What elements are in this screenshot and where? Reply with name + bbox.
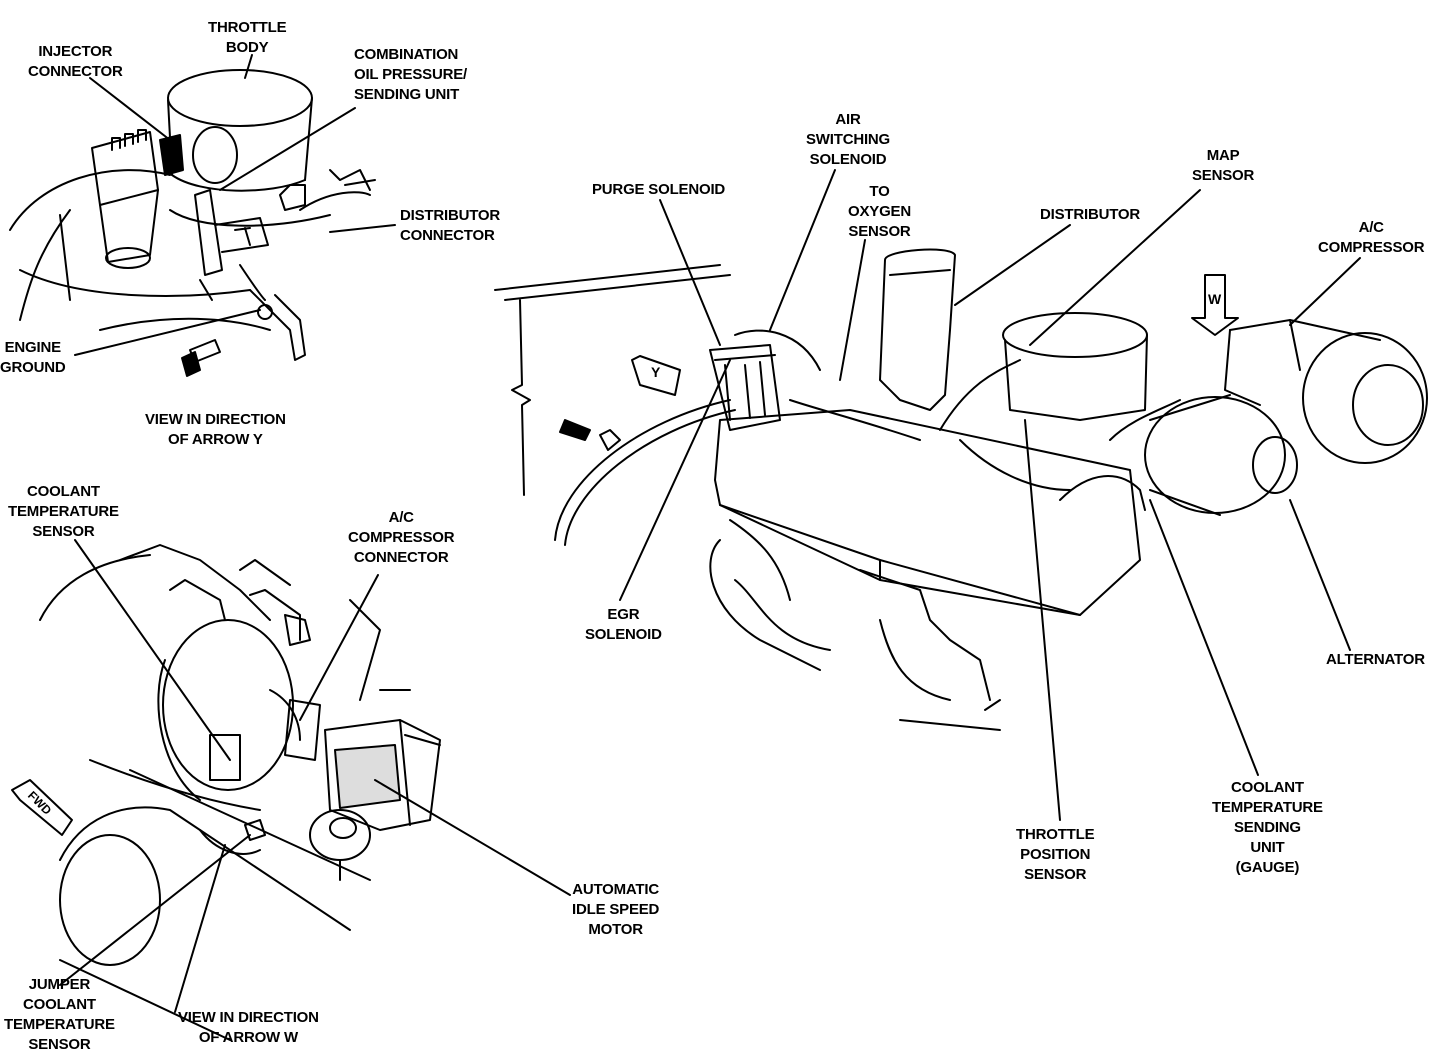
label-alternator: ALTERNATOR [1326,651,1425,668]
arrow-w-marker: W [1208,291,1222,307]
label-purge-solenoid: PURGE SOLENOID [592,181,726,198]
main-engine-drawing [494,169,1428,821]
view-w-drawing [11,539,571,1041]
label-distributor: DISTRIBUTOR [1040,206,1141,223]
arrow-y-marker: Y [651,364,661,380]
view-y-drawing [9,54,396,377]
